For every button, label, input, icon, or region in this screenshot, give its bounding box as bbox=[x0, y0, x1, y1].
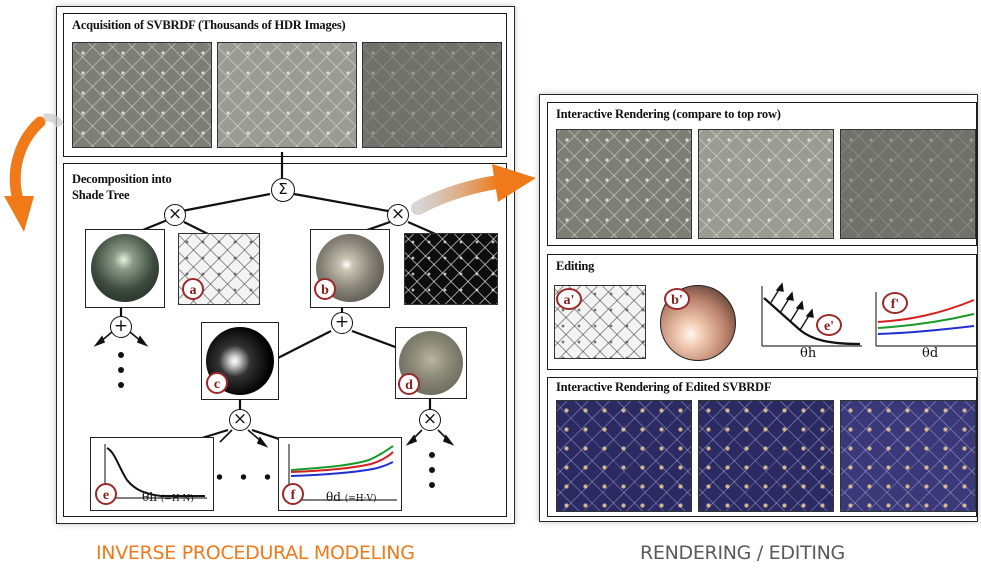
add-node-left: + bbox=[110, 316, 132, 338]
curved-arrow-right bbox=[411, 175, 505, 215]
curved-arrow-left bbox=[9, 116, 46, 206]
ellipsis-dot bbox=[118, 352, 124, 358]
rendering-image-2 bbox=[698, 129, 834, 239]
ellipsis-dot bbox=[118, 367, 124, 373]
interactive-rendering-title: Interactive Rendering (compare to top ro… bbox=[556, 107, 781, 121]
acquisition-section: Acquisition of SVBRDF (Thousands of HDR … bbox=[63, 13, 507, 157]
rendering-image-1 bbox=[556, 129, 692, 239]
multiply-node-c: × bbox=[229, 409, 251, 431]
horizontal-ellipsis: • • • bbox=[216, 467, 278, 489]
edited-texture-a bbox=[554, 285, 646, 359]
label-e-prime: e' bbox=[816, 314, 842, 336]
edited-rendering-section: Interactive Rendering of Edited SVBRDF bbox=[547, 377, 977, 517]
inverse-modeling-figure: Acquisition of SVBRDF (Thousands of HDR … bbox=[56, 6, 515, 524]
multiply-node-left: × bbox=[164, 204, 186, 226]
label-e: e bbox=[95, 483, 117, 505]
edited-image-3 bbox=[840, 400, 976, 512]
axis-label-f: θd (=H·V) bbox=[326, 490, 377, 504]
edited-rendering-title: Interactive Rendering of Edited SVBRDF bbox=[556, 380, 772, 394]
label-d: d bbox=[398, 373, 420, 395]
label-f-prime: f' bbox=[882, 292, 908, 314]
interactive-rendering-section: Interactive Rendering (compare to top ro… bbox=[547, 102, 977, 246]
ellipsis-dot bbox=[429, 467, 435, 473]
edited-axis-label-f: θd bbox=[922, 346, 939, 361]
texture-b bbox=[404, 233, 498, 305]
decomposition-title-line1: Decomposition into bbox=[72, 172, 172, 186]
rendering-editing-figure: Interactive Rendering (compare to top ro… bbox=[539, 94, 978, 522]
edited-axis-label-e: θh bbox=[800, 346, 817, 361]
caption-inverse-modeling: INVERSE PROCEDURAL MODELING bbox=[96, 542, 415, 564]
rendering-image-3 bbox=[840, 129, 976, 239]
ellipsis-dot bbox=[118, 382, 124, 388]
axis-note-f: (=H·V) bbox=[344, 494, 377, 504]
ellipsis-dot bbox=[429, 452, 435, 458]
label-a-prime: a' bbox=[556, 288, 582, 310]
axis-label-e: θh (=H·N) bbox=[142, 490, 194, 504]
editing-title: Editing bbox=[556, 259, 595, 273]
sphere-olive bbox=[395, 327, 467, 399]
sphere-green bbox=[85, 229, 165, 308]
label-f: f bbox=[282, 483, 304, 505]
multiply-node-d: × bbox=[419, 409, 441, 431]
acquisition-title: Acquisition of SVBRDF (Thousands of HDR … bbox=[72, 18, 346, 32]
label-b: b bbox=[314, 278, 336, 300]
sum-node: Σ bbox=[271, 178, 295, 202]
ellipsis-dot bbox=[429, 482, 435, 488]
acquisition-image-1 bbox=[72, 42, 212, 148]
sphere-gray bbox=[310, 229, 390, 308]
multiply-node-right: × bbox=[387, 204, 409, 226]
label-b-prime: b' bbox=[664, 288, 690, 310]
decomposition-title-line2: Shade Tree bbox=[72, 188, 130, 202]
axis-note-e: (=H·N) bbox=[160, 494, 194, 504]
caption-rendering-editing: RENDERING / EDITING bbox=[640, 542, 845, 564]
label-c: c bbox=[206, 372, 228, 394]
edited-image-2 bbox=[698, 400, 834, 512]
add-node-center: + bbox=[331, 312, 353, 334]
acquisition-image-2 bbox=[217, 42, 357, 148]
acquisition-image-3 bbox=[362, 42, 502, 148]
label-a: a bbox=[182, 278, 204, 300]
edited-image-1 bbox=[556, 400, 692, 512]
